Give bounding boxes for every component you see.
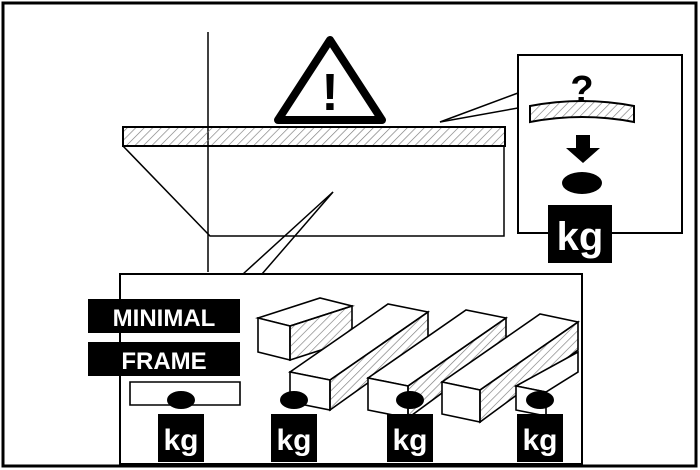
svg-text:kg: kg bbox=[276, 424, 311, 457]
slat-4 bbox=[440, 313, 580, 424]
svg-text:FRAME: FRAME bbox=[121, 348, 206, 375]
frame-slats bbox=[129, 297, 580, 424]
bent-board bbox=[529, 100, 635, 124]
svg-text:kg: kg bbox=[163, 424, 198, 457]
kg-weight-4: kg bbox=[517, 391, 563, 462]
kg-label-large: kg bbox=[557, 215, 604, 259]
minimal-label: MINIMAL bbox=[88, 299, 240, 333]
zoom-callout-lines bbox=[439, 92, 519, 123]
kg-weight-icon bbox=[548, 205, 612, 263]
exclamation-mark: ! bbox=[321, 64, 338, 122]
slat-3 bbox=[365, 309, 509, 420]
arrow-down-icon bbox=[566, 135, 600, 163]
weight-top-icon bbox=[562, 172, 602, 194]
warning-triangle-icon: ! bbox=[274, 36, 386, 124]
kg-weight-1: kg bbox=[158, 391, 204, 462]
kg-weight-2: kg bbox=[271, 391, 317, 462]
slat-1 bbox=[255, 297, 355, 362]
svg-text:kg: kg bbox=[522, 424, 557, 457]
kg-weight-3: kg bbox=[387, 391, 433, 462]
svg-text:kg: kg bbox=[392, 424, 427, 457]
frame-label: FRAME bbox=[88, 342, 240, 376]
shelf-board bbox=[122, 126, 506, 237]
svg-text:MINIMAL: MINIMAL bbox=[113, 305, 216, 332]
frame-detail-box: MINIMAL FRAME kg kg kg kg bbox=[88, 273, 583, 465]
frame-callout-lines bbox=[242, 191, 334, 275]
bending-detail-box: ? kg bbox=[517, 54, 683, 263]
